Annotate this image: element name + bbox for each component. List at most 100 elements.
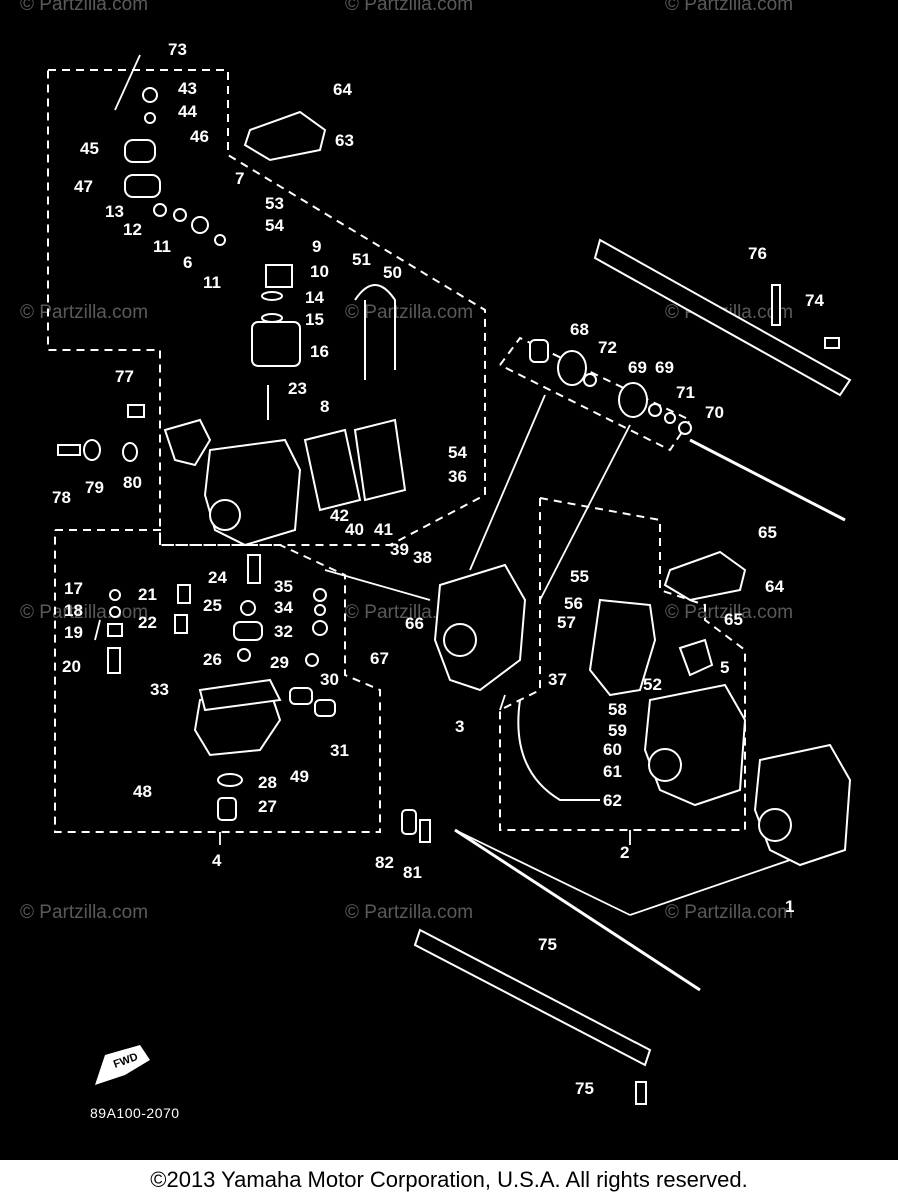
- callout-label-30: 30: [320, 670, 339, 689]
- callout-label-26: 26: [203, 650, 222, 669]
- callout-label-59: 59: [608, 721, 627, 740]
- callout-labels: 1234567891011111213141516171819202122232…: [52, 40, 824, 1098]
- callout-label-76: 76: [748, 244, 767, 263]
- callout-label-68: 68: [570, 320, 589, 339]
- callout-label-65: 65: [724, 610, 743, 629]
- callout-label-36: 36: [448, 467, 467, 486]
- callout-label-24: 24: [208, 568, 227, 587]
- callout-label-45: 45: [80, 139, 99, 158]
- callout-label-66: 66: [405, 614, 424, 633]
- watermark: © Partzilla.com: [665, 602, 793, 623]
- callout-label-35: 35: [274, 577, 293, 596]
- callout-label-57: 57: [557, 613, 576, 632]
- callout-label-9: 9: [312, 237, 321, 256]
- callout-label-69: 69: [655, 358, 674, 377]
- watermark: © Partzilla.com: [345, 902, 473, 923]
- callout-label-54: 54: [265, 216, 284, 235]
- callout-label-55: 55: [570, 567, 589, 586]
- callout-label-41: 41: [374, 520, 393, 539]
- callout-label-44: 44: [178, 102, 197, 121]
- carburetor-1: [753, 743, 852, 867]
- watermark: © Partzilla.com: [20, 0, 148, 15]
- copyright-footer: ©2013 Yamaha Motor Corporation, U.S.A. A…: [0, 1160, 898, 1200]
- carburetor-2: [643, 683, 747, 807]
- callout-label-51: 51: [352, 250, 371, 269]
- watermark: © Partzilla.com: [345, 302, 473, 323]
- callout-label-77: 77: [115, 367, 134, 386]
- callout-label-11: 11: [153, 237, 171, 256]
- watermark: © Partzilla.com: [20, 602, 148, 623]
- callout-label-81: 81: [403, 863, 422, 882]
- callout-label-14: 14: [305, 288, 324, 307]
- callout-label-48: 48: [133, 782, 152, 801]
- watermark: © Partzilla.com: [20, 302, 148, 323]
- group-outlines: [47, 69, 746, 833]
- callout-label-75: 75: [538, 935, 557, 954]
- callout-label-32: 32: [274, 622, 293, 641]
- callout-label-49: 49: [290, 767, 309, 786]
- watermark: © Partzilla.com: [665, 902, 793, 923]
- callout-label-25: 25: [203, 596, 222, 615]
- parts: [57, 87, 852, 1105]
- callout-label-50: 50: [383, 263, 402, 282]
- callout-label-78: 78: [52, 488, 71, 507]
- callout-label-65: 65: [758, 523, 777, 542]
- callout-label-19: 19: [64, 623, 83, 642]
- carb-top-cover-right: [663, 550, 747, 602]
- callout-label-60: 60: [603, 740, 622, 759]
- callout-label-46: 46: [190, 127, 209, 146]
- watermark: © Partzilla.com: [665, 0, 793, 15]
- callout-label-72: 72: [598, 338, 617, 357]
- callout-label-43: 43: [178, 79, 197, 98]
- callout-label-33: 33: [150, 680, 169, 699]
- callout-label-37: 37: [548, 670, 567, 689]
- fwd-arrow: FWD: [95, 1045, 150, 1085]
- callout-label-53: 53: [265, 194, 284, 213]
- callout-label-11: 11: [203, 273, 221, 292]
- callout-label-64: 64: [765, 577, 784, 596]
- callout-label-21: 21: [138, 585, 157, 604]
- callout-label-71: 71: [676, 383, 695, 402]
- group-outline-top-left: [47, 69, 486, 546]
- callout-label-54: 54: [448, 443, 467, 462]
- callout-label-42: 42: [330, 506, 349, 525]
- callout-label-58: 58: [608, 700, 627, 719]
- callout-label-56: 56: [564, 594, 583, 613]
- carb-top-cover-left: [243, 110, 327, 162]
- callout-label-16: 16: [310, 342, 329, 361]
- callout-label-15: 15: [305, 310, 324, 329]
- callout-label-63: 63: [335, 131, 354, 150]
- bottom-rail: [413, 928, 652, 1067]
- callout-label-62: 62: [603, 791, 622, 810]
- callout-label-1: 1: [785, 897, 794, 916]
- callout-label-22: 22: [138, 613, 157, 632]
- callout-label-40: 40: [345, 520, 364, 539]
- callout-label-20: 20: [62, 657, 81, 676]
- callout-label-61: 61: [603, 762, 622, 781]
- callout-label-39: 39: [390, 540, 409, 559]
- carburetor-3: [433, 563, 527, 692]
- part-code: 89A100-2070: [90, 1105, 180, 1121]
- callout-label-31: 31: [330, 741, 349, 760]
- watermark: © Partzilla.com: [20, 902, 148, 923]
- callout-label-6: 6: [183, 253, 192, 272]
- exploded-parts-diagram: © Partzilla.com © Partzilla.com © Partzill…: [20, 0, 852, 1121]
- callout-label-80: 80: [123, 473, 142, 492]
- callout-label-5: 5: [720, 658, 729, 677]
- top-rail: [593, 238, 852, 397]
- callout-label-67: 67: [370, 649, 389, 668]
- callout-label-34: 34: [274, 598, 293, 617]
- callout-label-73: 73: [168, 40, 187, 59]
- callout-label-47: 47: [74, 177, 93, 196]
- callout-label-7: 7: [235, 169, 244, 188]
- callout-label-12: 12: [123, 220, 142, 239]
- callout-label-18: 18: [64, 601, 83, 620]
- callout-label-4: 4: [212, 851, 222, 870]
- callout-label-79: 79: [85, 478, 104, 497]
- callout-label-27: 27: [258, 797, 277, 816]
- callout-label-10: 10: [310, 262, 329, 281]
- callout-label-13: 13: [105, 202, 124, 221]
- callout-label-17: 17: [64, 579, 83, 598]
- callout-label-3: 3: [455, 717, 464, 736]
- group-outline-right: [499, 497, 746, 831]
